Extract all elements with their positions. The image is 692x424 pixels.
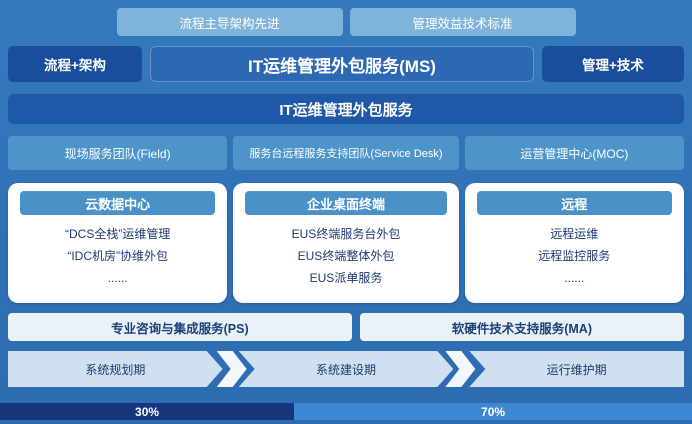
card-title: 云数据中心 bbox=[20, 191, 216, 215]
progress-segment-70: 70% bbox=[294, 403, 692, 420]
timeline: 系统规划期 系统建设期 运行维护期 bbox=[8, 351, 685, 387]
tag-management-technology: 管理+技术 bbox=[542, 46, 684, 82]
support-row: 专业咨询与集成服务(PS) 软硬件技术支持服务(MA) bbox=[8, 313, 684, 341]
tag-process-architecture: 流程+架构 bbox=[8, 46, 142, 82]
card-item: EUS终端服务台外包 bbox=[291, 227, 401, 241]
slogan-left: 流程主导架构先进 bbox=[116, 8, 343, 36]
ms-service-title: IT运维管理外包服务(MS) bbox=[150, 46, 534, 82]
card-item: 远程监控服务 bbox=[538, 249, 611, 263]
team-bar-service-desk: 服务台远程服务支持团队(Service Desk) bbox=[233, 136, 459, 170]
card-item: “IDC机房”协维外包 bbox=[67, 249, 169, 263]
phase-label: 系统规划期 bbox=[85, 362, 146, 377]
support-bar-ma: 软硬件技术支持服务(MA) bbox=[359, 313, 684, 341]
slogan-right: 管理效益技术标准 bbox=[349, 8, 576, 36]
progress-segment-30: 30% bbox=[0, 403, 295, 420]
phase-label: 运行维护期 bbox=[546, 362, 607, 377]
card-item: ...... bbox=[107, 271, 128, 285]
card-item: “DCS全栈”运维管理 bbox=[65, 227, 171, 241]
phase-label: 系统建设期 bbox=[316, 362, 377, 377]
teams-row: 现场服务团队(Field) 服务台远程服务支持团队(Service Desk) … bbox=[8, 136, 684, 170]
card-title: 远程 bbox=[476, 191, 672, 215]
header-row: 流程+架构 IT运维管理外包服务(MS) 管理+技术 bbox=[8, 46, 684, 82]
team-bar-moc: 运营管理中心(MOC) bbox=[464, 136, 684, 170]
card-remote: 远程 远程运维 远程监控服务 ...... bbox=[464, 183, 684, 303]
card-enterprise-desktop: 企业桌面终端 EUS终端服务台外包 EUS终端整体外包 EUS派单服务 bbox=[233, 183, 459, 303]
team-bar-field: 现场服务团队(Field) bbox=[8, 136, 228, 170]
progress-bar: 30% 70% bbox=[0, 403, 692, 420]
support-bar-ps: 专业咨询与集成服务(PS) bbox=[8, 313, 352, 341]
service-cards-row: 云数据中心 “DCS全栈”运维管理 “IDC机房”协维外包 ...... 企业桌… bbox=[8, 183, 684, 303]
timeline-phase-planning: 系统规划期 bbox=[8, 351, 223, 387]
card-item: 远程运维 bbox=[550, 227, 599, 241]
card-item: EUS派单服务 bbox=[309, 271, 383, 285]
card-item: ...... bbox=[564, 271, 585, 285]
main-banner: IT运维管理外包服务 bbox=[8, 94, 684, 124]
card-cloud-datacenter: 云数据中心 “DCS全栈”运维管理 “IDC机房”协维外包 ...... bbox=[8, 183, 228, 303]
timeline-phase-construction: 系统建设期 bbox=[239, 351, 454, 387]
timeline-phase-maintenance: 运行维护期 bbox=[469, 351, 685, 387]
card-item: EUS终端整体外包 bbox=[297, 249, 395, 263]
card-title: 企业桌面终端 bbox=[245, 191, 447, 215]
slogan-row: 流程主导架构先进 管理效益技术标准 bbox=[8, 8, 684, 36]
